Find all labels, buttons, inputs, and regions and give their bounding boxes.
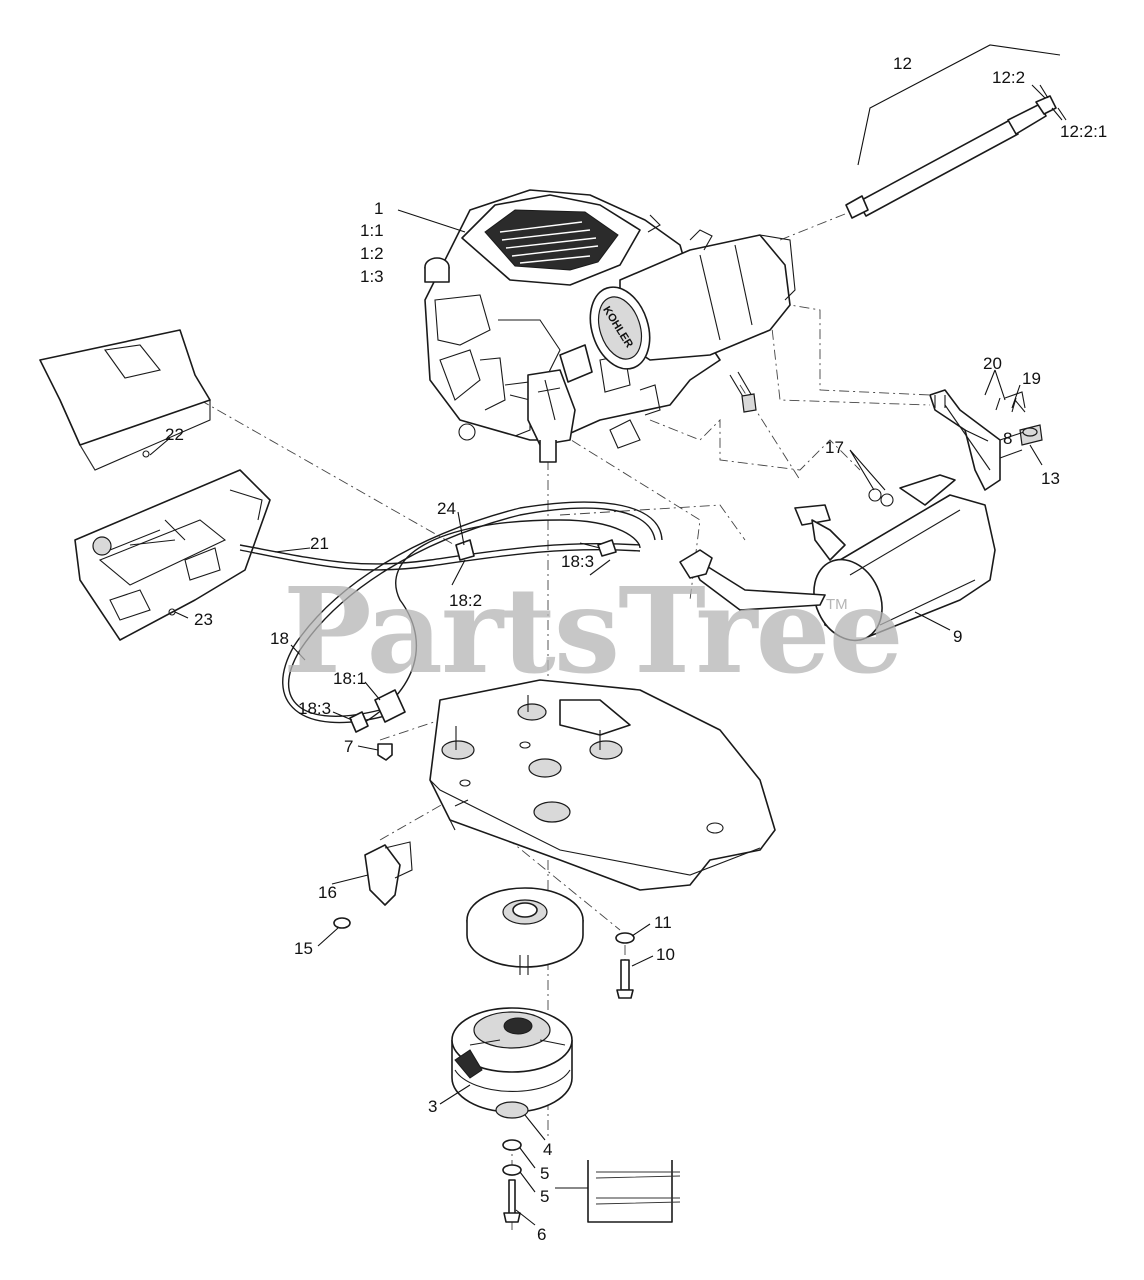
callout-1-3[interactable]: 1:3 <box>360 267 384 286</box>
callout-5-upper[interactable]: 5 <box>540 1164 550 1183</box>
callout-18-3-right[interactable]: 18:3 <box>561 552 595 571</box>
callout-1[interactable]: 1 <box>374 199 384 218</box>
callout-16[interactable]: 16 <box>318 883 337 902</box>
cooling-grille <box>499 221 599 264</box>
callout-10[interactable]: 10 <box>656 945 675 964</box>
pto-clutch <box>451 1007 573 1113</box>
callout-18-1[interactable]: 18:1 <box>333 669 367 688</box>
operator-panel-bracket <box>39 329 271 641</box>
trademark-mark: TM <box>826 596 848 613</box>
callout-22[interactable]: 22 <box>165 425 184 444</box>
small-hardware <box>142 397 1038 999</box>
callout-3[interactable]: 3 <box>428 1097 438 1116</box>
callout-12-2[interactable]: 12:2 <box>992 68 1026 87</box>
callout-12-2-1[interactable]: 12:2:1 <box>1060 122 1108 141</box>
muffler-assembly <box>679 389 1043 642</box>
callout-1-2[interactable]: 1:2 <box>360 244 384 263</box>
clutch-fastener-stack <box>495 1101 681 1223</box>
callout-24[interactable]: 24 <box>437 499 456 518</box>
callout-13[interactable]: 13 <box>1041 469 1060 488</box>
callout-20[interactable]: 20 <box>983 354 1002 373</box>
callout-6[interactable]: 6 <box>537 1225 547 1244</box>
callout-5-lower[interactable]: 5 <box>540 1187 550 1206</box>
callout-9[interactable]: 9 <box>953 627 963 646</box>
callout-18[interactable]: 18 <box>270 629 289 648</box>
callout-15[interactable]: 15 <box>294 939 313 958</box>
watermark: PartsTree <box>283 561 904 700</box>
callout-4[interactable]: 4 <box>543 1140 553 1159</box>
breather-hose <box>845 44 1063 219</box>
engine-deck-plate <box>429 679 776 891</box>
engine-assembly <box>424 189 796 463</box>
callout-8[interactable]: 8 <box>1003 429 1013 448</box>
callout-23[interactable]: 23 <box>194 610 213 629</box>
callout-17[interactable]: 17 <box>825 438 844 457</box>
callout-1-1[interactable]: 1:1 <box>360 221 384 240</box>
callout-12[interactable]: 12 <box>893 54 912 73</box>
control-cables <box>239 501 663 733</box>
callout-19[interactable]: 19 <box>1022 369 1041 388</box>
callout-18-2[interactable]: 18:2 <box>449 591 483 610</box>
callout-7[interactable]: 7 <box>344 737 354 756</box>
callout-11[interactable]: 11 <box>654 913 672 932</box>
drive-pulley <box>466 887 584 975</box>
callout-leaders <box>149 84 1067 1226</box>
callout-21[interactable]: 21 <box>310 534 329 553</box>
callout-18-3-left[interactable]: 18:3 <box>298 699 332 718</box>
